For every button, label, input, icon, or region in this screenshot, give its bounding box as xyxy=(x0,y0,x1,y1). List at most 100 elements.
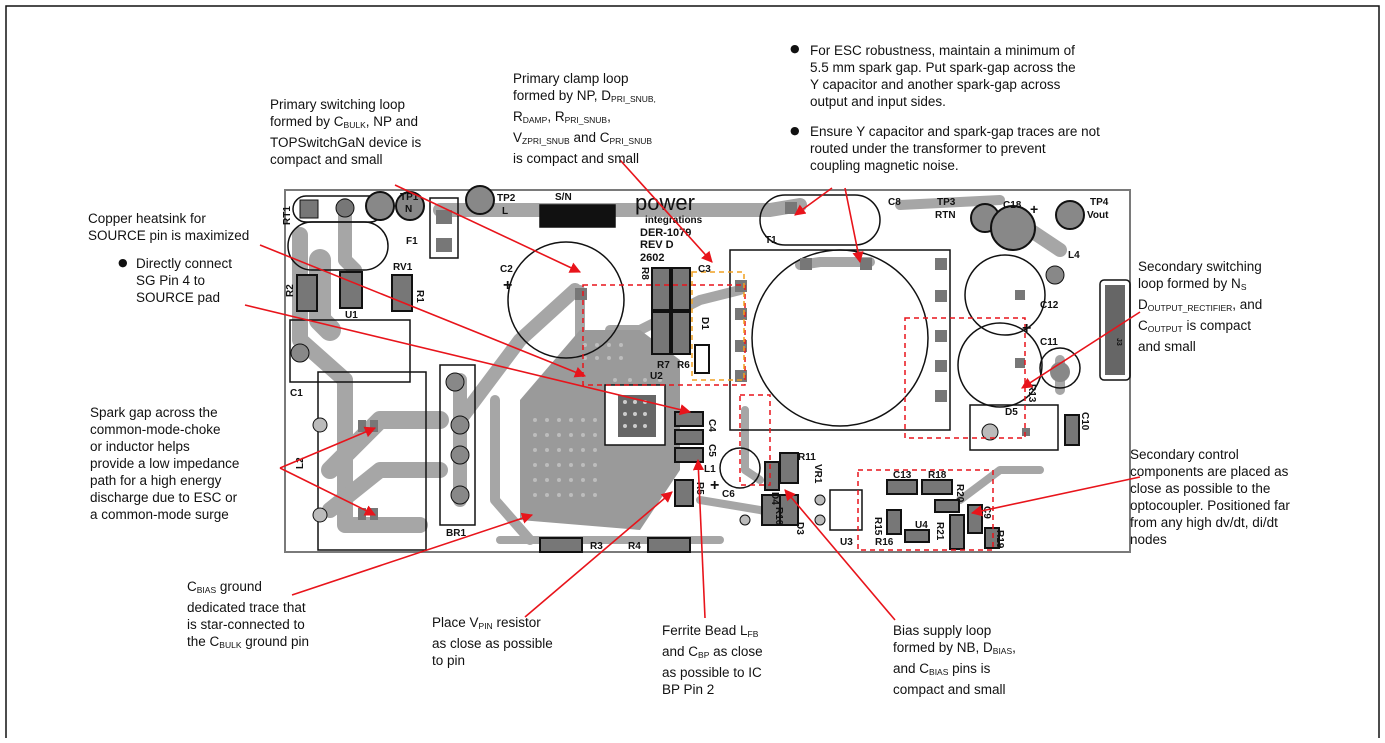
arrow-icon xyxy=(844,187,864,264)
note-secondary-control: Secondary control components are placed … xyxy=(1130,447,1290,547)
arrow-icon xyxy=(692,458,706,619)
arrow-icon xyxy=(619,159,713,263)
silkscreen xyxy=(287,194,1131,551)
board-date: 2602 xyxy=(640,252,664,264)
ref-l1: L1 xyxy=(704,464,716,475)
ref-rv1: RV1 xyxy=(393,262,413,273)
ref-br1: BR1 xyxy=(446,528,466,539)
ref-d5: D5 xyxy=(1005,407,1018,418)
ref-u4: U4 xyxy=(915,520,928,531)
arrow-icon xyxy=(1021,311,1141,389)
bullet-icon: ● xyxy=(118,256,128,269)
ref-tp4-sub: Vout xyxy=(1087,210,1109,221)
note-bias-supply: Bias supply loop formed by NB, DBIAS, an… xyxy=(893,623,1016,697)
ref-tp1: TP1 xyxy=(400,192,419,203)
ref-j3: J3 xyxy=(1115,338,1122,346)
note-esc-bullet-2: Ensure Y capacitor and spark-gap traces … xyxy=(810,124,1100,173)
note-copper-heatsink: Copper heatsink for SOURCE pin is maximi… xyxy=(88,211,250,243)
arrow-icon xyxy=(291,512,534,596)
ref-r3: R3 xyxy=(590,541,603,552)
via-field xyxy=(533,343,662,497)
ref-vr1: VR1 xyxy=(812,464,823,484)
ref-r2: R2 xyxy=(285,284,296,297)
ref-r19: R19 xyxy=(994,530,1005,549)
ref-l2: L2 xyxy=(295,457,306,469)
ref-c12: C12 xyxy=(1040,300,1059,311)
smd-parts xyxy=(296,267,1080,553)
arrow-icon xyxy=(394,184,582,273)
ref-r10: R10 xyxy=(773,507,784,526)
ref-u2: U2 xyxy=(650,371,663,382)
note-vpin-resistor: Place VPIN resistor as close as possible… xyxy=(432,615,553,668)
plus-c12: + xyxy=(1022,320,1031,337)
note-primary-clamp: Primary clamp loop formed by NP, DPRI_SN… xyxy=(513,71,656,166)
arrow-icon xyxy=(279,426,377,469)
ref-tp1-sub: N xyxy=(405,204,412,215)
ref-r13: R13 xyxy=(1026,384,1037,403)
ref-c2: C2 xyxy=(500,264,513,275)
ref-f1: F1 xyxy=(406,236,418,247)
arrow-icon xyxy=(784,489,896,621)
plus-c18: + xyxy=(1030,201,1038,217)
board-rev: REV D xyxy=(640,239,674,251)
ref-c10: C10 xyxy=(1079,412,1090,431)
ref-tp2: TP2 xyxy=(497,193,516,204)
plus-c2: + xyxy=(503,277,512,294)
ref-r8: R8 xyxy=(639,267,650,280)
ref-d1: D1 xyxy=(699,317,710,330)
ref-r7: R7 xyxy=(657,360,670,371)
ref-tp4: TP4 xyxy=(1090,197,1109,208)
ref-tp2-sub: L xyxy=(502,206,508,217)
pcb-board xyxy=(284,185,1131,553)
ref-c1: C1 xyxy=(290,388,303,399)
ref-r18: R18 xyxy=(928,470,947,481)
pads xyxy=(290,185,1125,526)
arrow-icon xyxy=(279,467,377,516)
arrow-icon xyxy=(794,187,833,216)
page-border xyxy=(5,5,1380,743)
arrow-icon xyxy=(259,244,587,378)
ref-r15: R15 xyxy=(872,517,883,536)
ref-tp3: TP3 xyxy=(937,197,956,208)
silk-labels: TP1 N TP2 L RT1 F1 S/N RV1 R2 R1 U1 C1 L… xyxy=(282,192,1122,552)
ref-c11: C11 xyxy=(1040,337,1058,348)
callout-arrows xyxy=(244,159,1141,621)
ref-c8: C8 xyxy=(888,197,901,208)
ref-u1: U1 xyxy=(345,310,358,321)
arrow-icon xyxy=(244,304,692,416)
note-directly-connect: Directly connect SG Pin 4 to SOURCE pad xyxy=(136,256,233,305)
ref-c9: C9 xyxy=(981,506,992,519)
ref-tp3-sub: RTN xyxy=(935,210,956,221)
ref-c13: C13 xyxy=(893,470,912,481)
ref-r20: R20 xyxy=(954,484,965,503)
arrow-icon xyxy=(970,476,1141,517)
ref-c5: C5 xyxy=(706,444,717,457)
power-logo: power integrations xyxy=(635,190,703,226)
note-secondary-switching: Secondary switching loop formed by NS DO… xyxy=(1138,259,1263,354)
ref-rt1: RT1 xyxy=(282,206,293,225)
serial-label: S/N xyxy=(555,192,572,203)
logo-power: power xyxy=(635,190,695,215)
ref-r16: R16 xyxy=(875,537,894,548)
note-cbias-ground: CBIAS ground dedicated trace that is sta… xyxy=(187,579,310,650)
ref-c3: C3 xyxy=(698,264,711,275)
ref-d4: D4 xyxy=(769,492,780,505)
ref-c4: C4 xyxy=(706,419,717,432)
ref-r6: R6 xyxy=(677,360,690,371)
bullet-icon: ● xyxy=(790,124,800,137)
board-id: DER-1079 xyxy=(640,227,691,239)
ref-t1: T1 xyxy=(765,235,777,246)
ref-c6: C6 xyxy=(722,489,735,500)
ref-l4: L4 xyxy=(1068,250,1080,261)
ref-r4: R4 xyxy=(628,541,641,552)
note-ferrite-bead: Ferrite Bead LFB and CBP as close as pos… xyxy=(662,623,763,697)
bullet-icon: ● xyxy=(790,42,800,55)
plus-c6: + xyxy=(710,477,719,494)
note-spark-gap-cmc: Spark gap across the common-mode-choke o… xyxy=(90,405,240,522)
arrow-icon xyxy=(524,491,673,618)
ref-c18: C18 xyxy=(1003,200,1022,211)
ref-r21: R21 xyxy=(934,522,945,541)
ref-d3: D3 xyxy=(794,522,805,535)
